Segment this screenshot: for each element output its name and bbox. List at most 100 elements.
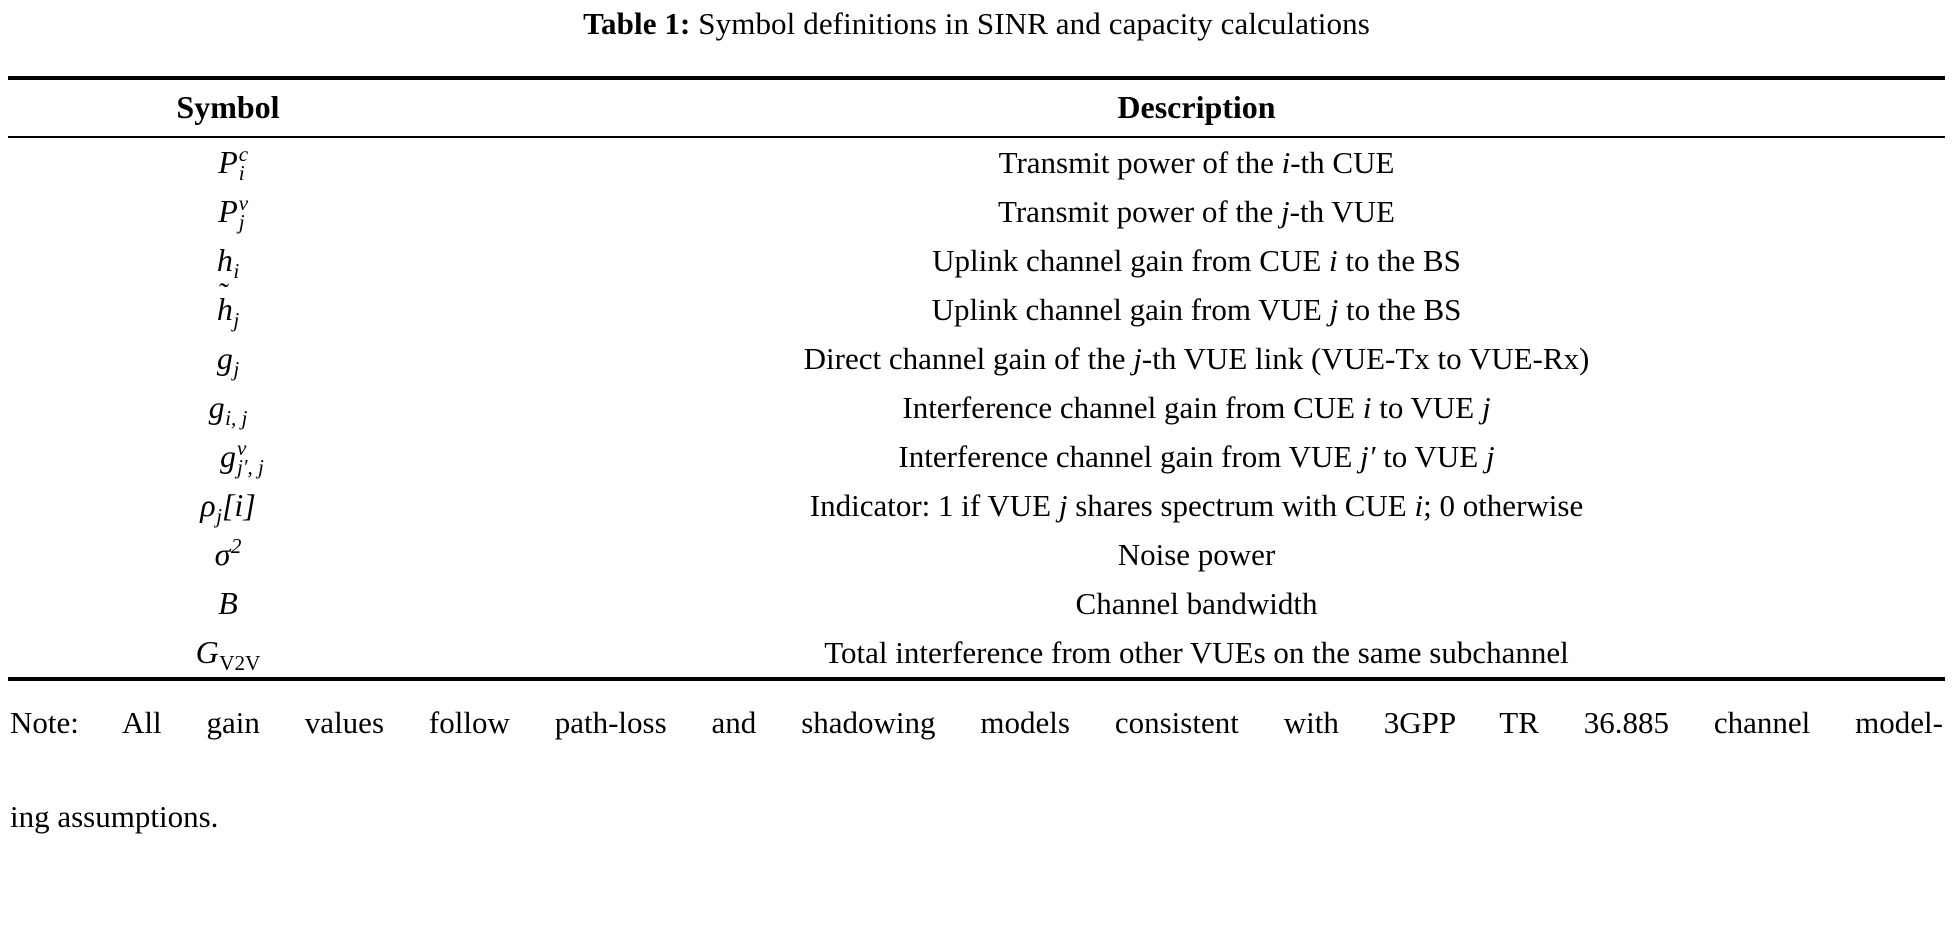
table-row: ρj[i] Indicator: 1 if VUE j shares spect…	[8, 481, 1945, 530]
subscript-j: j	[216, 504, 222, 529]
desc-post: -th VUE link (VUE-Tx to VUE-Rx)	[1141, 341, 1590, 376]
caption-label: Table 1:	[583, 6, 691, 41]
desc-math-index-2: j	[1485, 439, 1495, 474]
column-header-symbol: Symbol	[176, 89, 280, 125]
description-cell: Interference channel gain from VUE j′ to…	[448, 432, 1945, 481]
description-cell: Uplink channel gain from VUE j to the BS	[448, 285, 1945, 334]
symbol-cell: hi	[8, 236, 448, 285]
desc-math-index: j	[1329, 292, 1339, 327]
subscript-jprime-j: j′, j	[237, 455, 264, 480]
description-cell: Transmit power of the i-th CUE	[448, 138, 1945, 187]
desc-pre: Uplink channel gain from CUE	[932, 243, 1330, 278]
desc-math-index-2: j	[1482, 390, 1491, 425]
caption-text: Symbol definitions in SINR and capacity …	[698, 6, 1370, 41]
description-cell: Direct channel gain of the j-th VUE link…	[448, 334, 1945, 383]
desc-math-index: i	[1329, 243, 1338, 278]
table-bottom-rule	[8, 677, 1945, 681]
desc-math-index: j	[1133, 341, 1142, 376]
desc-post: -th CUE	[1290, 145, 1395, 180]
desc-pre: Transmit power of the	[998, 194, 1282, 229]
symbol-cell: σ2	[8, 530, 448, 579]
subscript-j: j	[233, 357, 240, 382]
description-cell: Noise power	[1117, 537, 1276, 572]
table-row: σ2 Noise power	[8, 530, 1945, 579]
table-top-rule	[8, 76, 1945, 80]
superscript-2: 2	[230, 534, 242, 559]
table-row: gj Direct channel gain of the j-th VUE l…	[8, 334, 1945, 383]
symbol-cell: ρj[i]	[8, 481, 448, 530]
desc-post: to the BS	[1338, 292, 1462, 327]
desc-math-index: j	[1058, 488, 1068, 523]
symbol-h-tilde: ˜h	[216, 278, 233, 334]
table-row: B Channel bandwidth	[8, 579, 1945, 628]
symbol-g: g	[216, 340, 233, 376]
table-header-row: Symbol Description	[8, 80, 1945, 136]
symbol-cell: gj	[8, 334, 448, 383]
note-line-1: Note: All gain values follow path-loss a…	[10, 705, 1943, 740]
desc-mid: shares spectrum with CUE	[1067, 488, 1415, 523]
desc-pre: Interference channel gain from VUE	[898, 439, 1361, 474]
desc-mid: to VUE	[1375, 439, 1486, 474]
desc-pre: Interference channel gain from CUE	[902, 390, 1363, 425]
subscript-j: j	[233, 308, 240, 333]
symbol-G: G	[195, 634, 219, 670]
desc-post: ; 0 otherwise	[1423, 488, 1584, 523]
desc-math-index: j	[1281, 194, 1290, 229]
table-row: GV2V Total interference from other VUEs …	[8, 628, 1945, 677]
symbol-P: P	[218, 144, 238, 180]
table-note: Note: All gain values follow path-loss a…	[8, 699, 1945, 840]
description-cell: Indicator: 1 if VUE j shares spectrum wi…	[448, 481, 1945, 530]
subscript-i-j: i, j	[225, 406, 248, 431]
desc-post: to the BS	[1337, 243, 1461, 278]
table-row: ˜hj Uplink channel gain from VUE j to th…	[8, 278, 1945, 334]
tilde-accent: ˜	[219, 277, 229, 310]
symbol-h: h	[216, 242, 233, 278]
desc-pre: Uplink channel gain from VUE	[931, 292, 1330, 327]
description-cell: Interference channel gain from CUE i to …	[448, 383, 1945, 432]
symbol-P: P	[218, 193, 238, 229]
superscript-c: c	[238, 142, 249, 167]
desc-math-index: j′	[1360, 439, 1376, 474]
symbol-g: g	[220, 438, 236, 474]
symbol-bracket-i: [i]	[221, 487, 256, 523]
symbol-cell: ˜hj	[8, 278, 448, 334]
desc-mid: to VUE	[1371, 390, 1482, 425]
symbol-B: B	[218, 585, 238, 621]
symbol-cell: B	[8, 579, 448, 628]
subscript-j: j	[238, 210, 245, 235]
column-header-description: Description	[1117, 89, 1276, 125]
symbol-cell: gi, j	[8, 383, 448, 432]
subscript-i: i	[238, 161, 245, 186]
desc-math-index: i	[1362, 390, 1372, 425]
superscript-v: v	[238, 191, 249, 216]
table-row: hi Uplink channel gain from CUE i to the…	[8, 236, 1945, 285]
subscript-i: i	[233, 259, 240, 284]
description-cell: Channel bandwidth	[1075, 586, 1318, 621]
symbol-g: g	[208, 389, 225, 425]
desc-math-index: i	[1281, 145, 1291, 180]
table-header-rule	[8, 136, 1945, 138]
superscript-v: v	[237, 436, 247, 461]
desc-pre: Direct channel gain of the	[803, 341, 1134, 376]
symbol-definitions-table: Symbol Description	[8, 80, 1945, 136]
desc-post: -th VUE	[1289, 194, 1395, 229]
table-caption: Table 1: Symbol definitions in SINR and …	[8, 0, 1945, 44]
description-cell: Uplink channel gain from CUE i to the BS	[448, 236, 1945, 285]
desc-pre: Indicator: 1 if VUE	[809, 488, 1059, 523]
symbol-cell: GV2V	[8, 628, 448, 677]
symbol-rho: ρ	[200, 487, 216, 523]
symbol-h: h	[216, 291, 233, 327]
subscript-v2v: V2V	[219, 651, 261, 676]
table-row: gi, j Interference channel gain from CUE…	[8, 383, 1945, 432]
description-cell: Transmit power of the j-th VUE	[448, 187, 1945, 236]
desc-math-index-2: i	[1414, 488, 1424, 523]
desc-pre: Transmit power of the	[998, 145, 1282, 180]
